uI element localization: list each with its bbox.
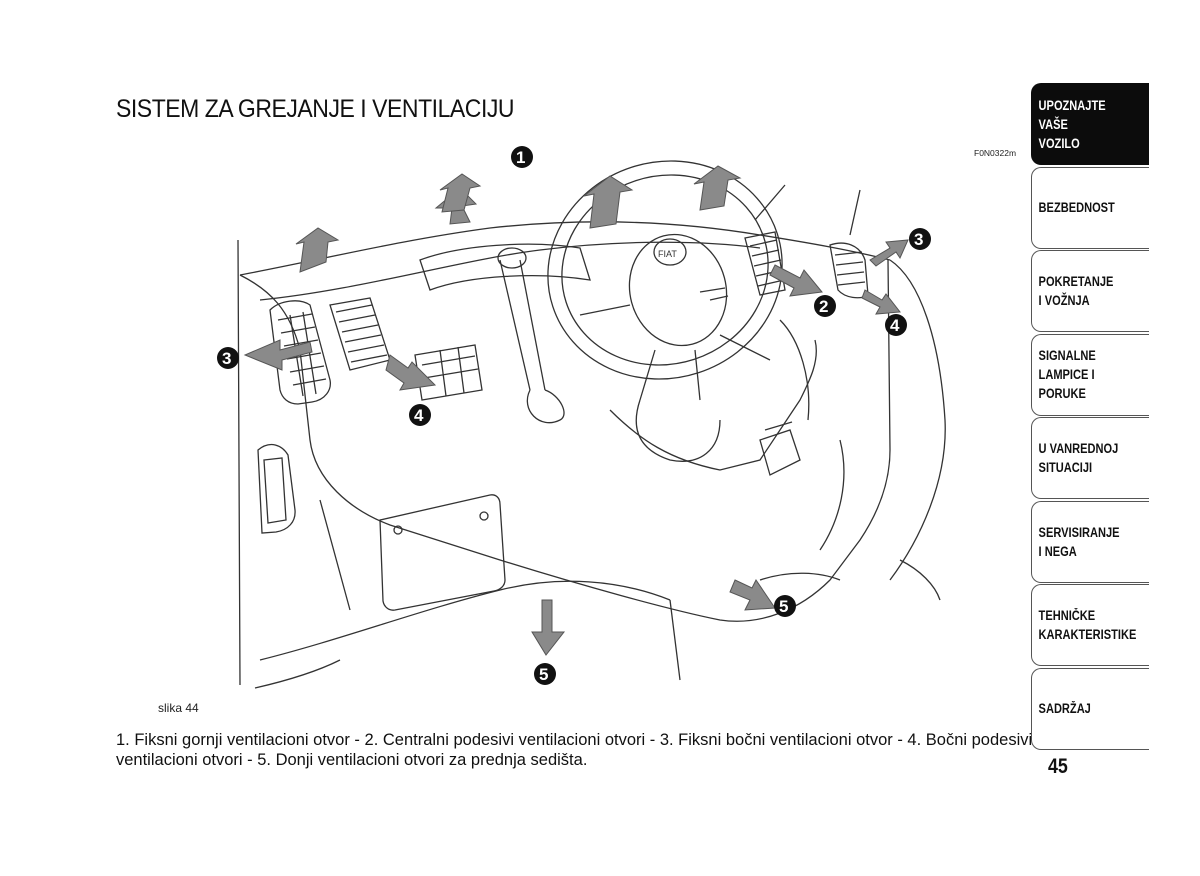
tab-sadrzaj[interactable]: SADRŽAJ	[1031, 667, 1149, 750]
callout-label: 1	[516, 148, 525, 167]
airflow-arrow-down	[531, 599, 566, 656]
callout-4	[885, 314, 907, 336]
tab-tehnicke-karakteristike[interactable]: TEHNIČKE KARAKTERISTIKE	[1031, 584, 1149, 666]
dashboard-top	[239, 221, 891, 276]
tab-servisiranje-i-nega[interactable]: SERVISIRANJE I NEGA	[1031, 500, 1149, 583]
airflow-arrow-down	[385, 354, 437, 391]
steering-wheel: FIAT	[547, 160, 783, 401]
tab-label: U VANREDNOJ SITUACIJI	[1038, 441, 1119, 475]
tab-label: UPOZNAJTE VAŠE VOZILO	[1038, 97, 1106, 151]
tab-pokretanje-i-voznja[interactable]: POKRETANJE I VOŽNJA	[1031, 250, 1149, 332]
callout-label: 5	[779, 597, 788, 616]
callout-label: 3	[222, 349, 231, 368]
callout-markers: 1 2 3 3 4 4 5 5	[217, 146, 931, 685]
steering-hub	[628, 233, 728, 347]
tab-u-vanrednoj-situaciji[interactable]: U VANREDNOJ SITUACIJI	[1031, 417, 1149, 499]
airflow-arrow-side	[243, 339, 313, 371]
airflow-arrow-up	[295, 227, 340, 273]
left-adjustable-vent	[329, 297, 391, 371]
callout-3	[909, 228, 931, 250]
callout-2	[814, 295, 836, 317]
page-title: SISTEM ZA GREJANJE I VENTILACIJU	[116, 94, 515, 123]
instrument-hood	[419, 243, 591, 291]
airflow-arrow-down	[769, 264, 823, 297]
airflow-arrow-side	[869, 239, 909, 267]
airflow-arrow-down	[729, 579, 776, 611]
tab-label: BEZBEDNOST	[1038, 200, 1115, 215]
tab-upoznajte-vase-vozilo[interactable]: UPOZNAJTE VAŠE VOZILO	[1031, 83, 1149, 165]
figure-caption: slika 44	[158, 701, 199, 715]
glovebox	[379, 494, 506, 611]
dashboard-ventilation-illustration: FIAT	[200, 140, 1020, 700]
callout-3	[217, 347, 239, 369]
tab-label: SERVISIRANJE I NEGA	[1038, 524, 1120, 559]
tab-label: POKRETANJE I VOŽNJA	[1038, 274, 1114, 308]
callout-label: 2	[819, 297, 828, 316]
figure-legend: 1. Fiksni gornji ventilacioni otvor - 2.…	[116, 731, 1033, 769]
door-handle-recess	[257, 443, 296, 534]
airflow-arrow-down	[861, 289, 901, 315]
callout-4	[409, 404, 431, 426]
gear-lever	[499, 259, 546, 391]
tab-bezbednost[interactable]: BEZBEDNOST	[1031, 166, 1149, 249]
tab-label: TEHNIČKE KARAKTERISTIKE	[1038, 608, 1137, 642]
center-console	[609, 339, 817, 471]
central-vent	[744, 231, 786, 296]
switch-panel	[414, 344, 483, 401]
svg-text:FIAT: FIAT	[658, 249, 677, 259]
callout-5	[534, 663, 556, 685]
airflow-arrow-up	[583, 175, 634, 229]
page-number: 45	[1048, 755, 1068, 778]
figure-code: F0N0322m	[974, 148, 1017, 158]
callout-5	[774, 595, 796, 617]
airflow-arrow-up	[439, 173, 482, 213]
callout-label: 3	[914, 230, 923, 249]
callout-1	[511, 146, 533, 168]
tab-label: SADRŽAJ	[1038, 701, 1091, 716]
airflow-arrow-up	[693, 165, 742, 211]
callout-label: 4	[414, 406, 424, 425]
chapter-side-nav: UPOZNAJTE VAŠE VOZILO BEZBEDNOST POKRETA…	[1031, 83, 1149, 751]
door-pillar	[237, 239, 341, 689]
tab-label: SIGNALNE LAMPICE I PORUKE	[1038, 348, 1096, 401]
fiat-logo	[653, 238, 687, 266]
callout-label: 4	[890, 316, 900, 335]
dashboard-body	[239, 259, 891, 622]
tab-signalne-lampice[interactable]: SIGNALNE LAMPICE I PORUKE	[1031, 333, 1149, 416]
callout-label: 5	[539, 665, 548, 684]
